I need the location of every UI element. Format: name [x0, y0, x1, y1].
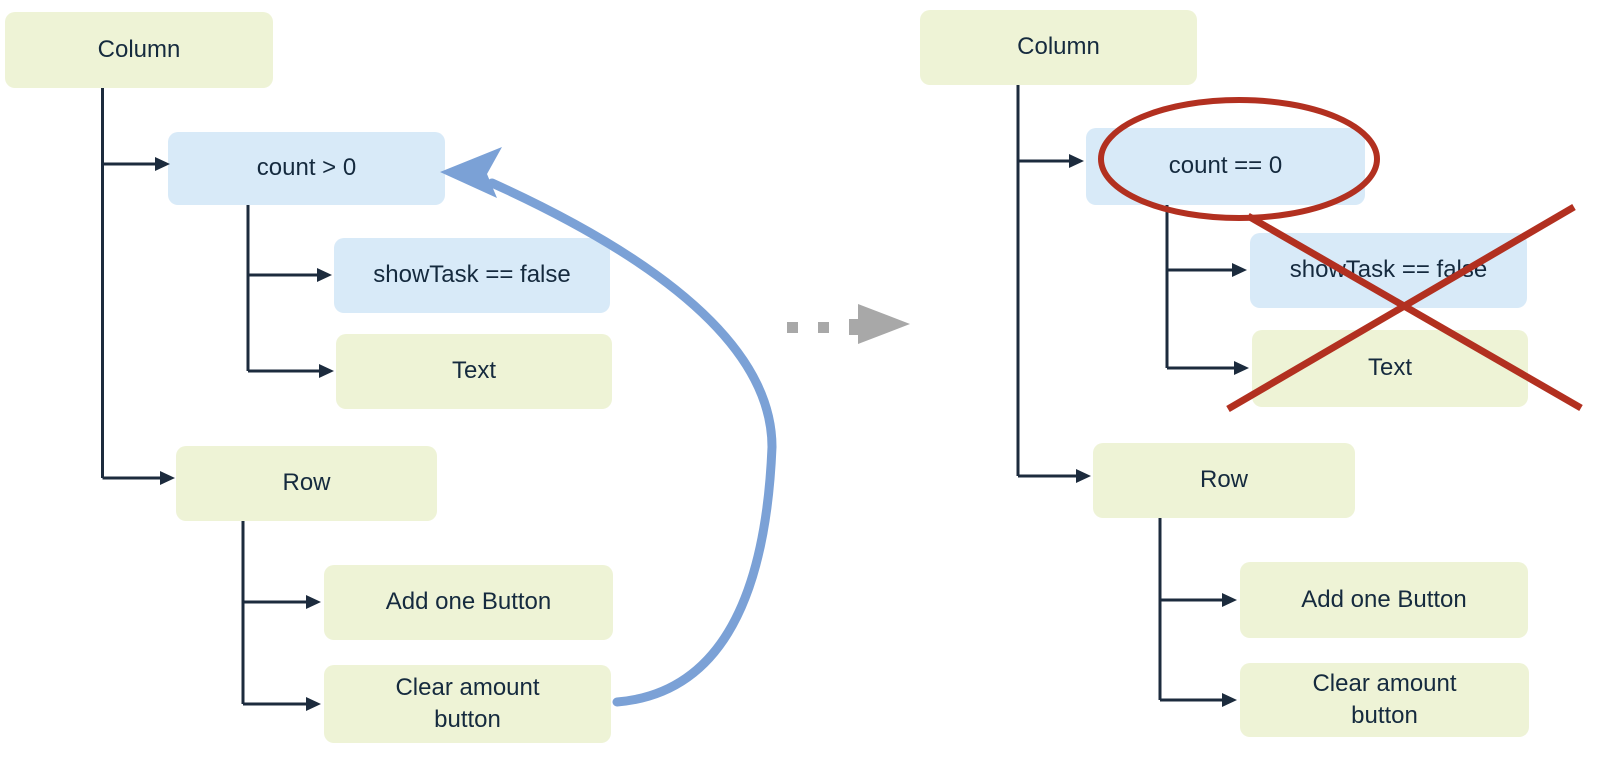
left-tree-text-label: Text [451, 357, 496, 385]
right-tree-text-label: Text [1367, 354, 1412, 382]
right-tree-column-node: Column [920, 10, 1197, 85]
arrowhead-icon [317, 268, 332, 282]
right-tree-row-node: Row [1093, 443, 1355, 518]
right-tree-condition-node: count == 0 [1086, 128, 1365, 205]
right-tree-clear-button-label: Clear amount button [1312, 669, 1457, 729]
arrowhead-icon [1234, 361, 1249, 375]
left-tree-clear-button-node: Clear amount button [324, 665, 611, 743]
right-tree-arrowheads [1069, 154, 1249, 707]
transition-dash [787, 322, 798, 333]
right-tree-showtask-label: showTask == false [1289, 256, 1488, 284]
left-tree-condition-node: count > 0 [168, 132, 445, 205]
transition-arrow [787, 304, 910, 344]
arrowhead-icon [319, 364, 334, 378]
right-tree-add-button-node: Add one Button [1240, 562, 1528, 638]
right-tree-showtask-node: showTask == false [1250, 233, 1527, 308]
left-tree-add-button-node: Add one Button [324, 565, 613, 640]
arrowhead-icon [1222, 593, 1237, 607]
right-tree-add-button-label: Add one Button [1301, 585, 1467, 613]
left-tree-clear-button-label: Clear amount button [395, 673, 540, 733]
transition-dash [849, 319, 861, 335]
left-tree-showtask-node: showTask == false [334, 238, 610, 313]
right-tree-row-label: Row [1199, 466, 1248, 494]
loop-arrowhead-icon [440, 147, 502, 198]
left-tree-text-node: Text [336, 334, 612, 409]
left-tree-row-label: Row [282, 469, 331, 497]
arrowhead-icon [1232, 263, 1247, 277]
left-tree-condition-label: count > 0 [256, 154, 357, 182]
left-tree-arrowheads [155, 157, 334, 711]
left-tree-add-button-label: Add one Button [385, 588, 552, 616]
right-tree-text-node: Text [1252, 330, 1528, 407]
transition-arrowhead-icon [858, 304, 910, 344]
left-tree-showtask-label: showTask == false [373, 261, 571, 289]
left-tree-row-node: Row [176, 446, 437, 521]
arrowhead-icon [1222, 693, 1237, 707]
arrowhead-icon [1069, 154, 1084, 168]
right-tree-clear-button-node: Clear amount button [1240, 663, 1529, 737]
arrowhead-icon [306, 595, 321, 609]
arrowhead-icon [306, 697, 321, 711]
left-tree-column-node: Column [5, 12, 273, 88]
arrowhead-icon [160, 471, 175, 485]
arrowhead-icon [1076, 469, 1091, 483]
right-tree-condition-label: count == 0 [1168, 152, 1283, 180]
left-tree-column-label: Column [97, 35, 181, 63]
transition-dash [818, 322, 829, 333]
right-tree-column-label: Column [1017, 33, 1100, 61]
